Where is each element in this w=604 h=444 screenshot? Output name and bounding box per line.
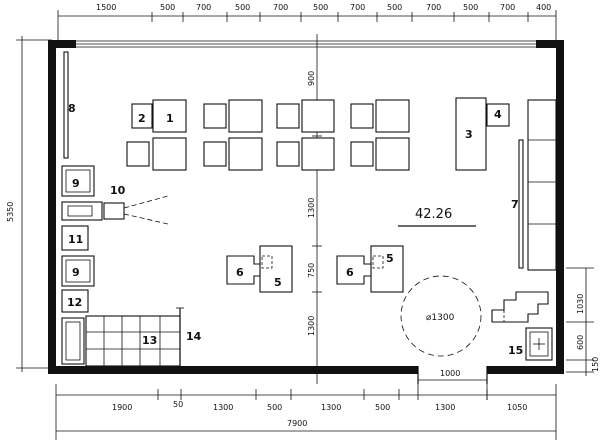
item-14-rack: 14 [176, 307, 202, 366]
dim-top-4: 500 [235, 3, 250, 12]
dimension-bottom: 1900 50 1300 500 1300 500 1300 1050 7900… [55, 369, 557, 440]
dim-right-2: 600 [576, 335, 585, 350]
workstation-left: 6 5 [226, 245, 293, 293]
item-9-sink-top: 9 [61, 165, 95, 197]
item-8-board: 8 [63, 51, 76, 159]
dim-bottom-total: 7900 [287, 419, 307, 428]
dim-bottom-1: 1900 [112, 403, 132, 412]
dim-bottom-5: 1300 [321, 403, 341, 412]
item-11-cabinet: 11 [61, 225, 89, 251]
item-7-shelving: 7 [511, 99, 557, 271]
dim-bottom-4: 500 [267, 403, 282, 412]
desk-row-top: 2 1 [131, 99, 410, 133]
dim-center-6: 1300 [307, 316, 316, 336]
label-15: 15 [508, 344, 523, 357]
dimension-top: 1500 500 700 500 700 500 700 500 700 500… [57, 3, 557, 40]
label-6b: 6 [346, 266, 354, 279]
turning-circle: ⌀1300 [400, 275, 482, 357]
label-13: 13 [142, 334, 157, 347]
dim-top-7: 700 [350, 3, 365, 12]
dim-bottom-3: 1300 [213, 403, 233, 412]
dim-bottom-2: 50 [173, 400, 183, 409]
label-5b: 5 [386, 252, 394, 265]
label-12: 12 [67, 296, 82, 309]
dim-bottom-6: 500 [375, 403, 390, 412]
circle-diameter-label: ⌀1300 [426, 313, 455, 323]
dim-top-11: 700 [500, 3, 515, 12]
dimension-left: 5350 [6, 36, 52, 372]
room-area-value: 42.26 [415, 207, 452, 222]
label-2: 2 [138, 112, 146, 125]
dim-door: 1000 [440, 369, 460, 378]
dim-center-1: 900 [307, 71, 316, 86]
label-11: 11 [68, 233, 83, 246]
dim-center-4: 1300 [307, 198, 316, 218]
label-6a: 6 [236, 266, 244, 279]
dim-left: 5350 [6, 202, 15, 222]
dim-top-5: 700 [273, 3, 288, 12]
dim-right-3: 150 [591, 357, 600, 372]
dim-center-5: 750 [307, 263, 316, 278]
room-area: 42.26 [398, 207, 476, 227]
item-9-sink-bottom: 9 [61, 255, 95, 287]
label-9b: 9 [72, 266, 80, 279]
dim-top-8: 500 [387, 3, 402, 12]
equipment-stepped [491, 291, 549, 323]
item-3-teacher-desk: 3 4 [455, 97, 510, 171]
label-1: 1 [166, 112, 174, 125]
item-12-cabinet: 12 [61, 289, 89, 313]
dim-top-1: 1500 [96, 3, 116, 12]
workstation-right: 6 5 [336, 245, 404, 293]
dim-right-1: 1030 [576, 294, 585, 314]
item-15-sink: 15 [508, 327, 553, 361]
label-14: 14 [186, 330, 202, 343]
dim-top-10: 500 [463, 3, 478, 12]
label-4: 4 [494, 108, 502, 121]
item-13-storage-grid: 13 [61, 315, 181, 367]
label-9a: 9 [72, 177, 80, 190]
walls [48, 40, 564, 384]
dim-top-3: 700 [196, 3, 211, 12]
label-5a: 5 [274, 276, 282, 289]
desk-row-second [126, 137, 410, 171]
label-8: 8 [68, 102, 76, 115]
dim-bottom-7: 1300 [435, 403, 455, 412]
dim-top-12: 400 [536, 3, 551, 12]
label-7: 7 [511, 198, 519, 211]
dim-top-6: 500 [313, 3, 328, 12]
label-3: 3 [465, 128, 473, 141]
dim-bottom-8: 1050 [507, 403, 527, 412]
dim-top-2: 500 [160, 3, 175, 12]
dim-top-9: 700 [426, 3, 441, 12]
dimension-right: 1030 600 150 [566, 267, 600, 376]
label-10: 10 [110, 184, 126, 197]
item-10-projector: 10 [61, 184, 169, 225]
